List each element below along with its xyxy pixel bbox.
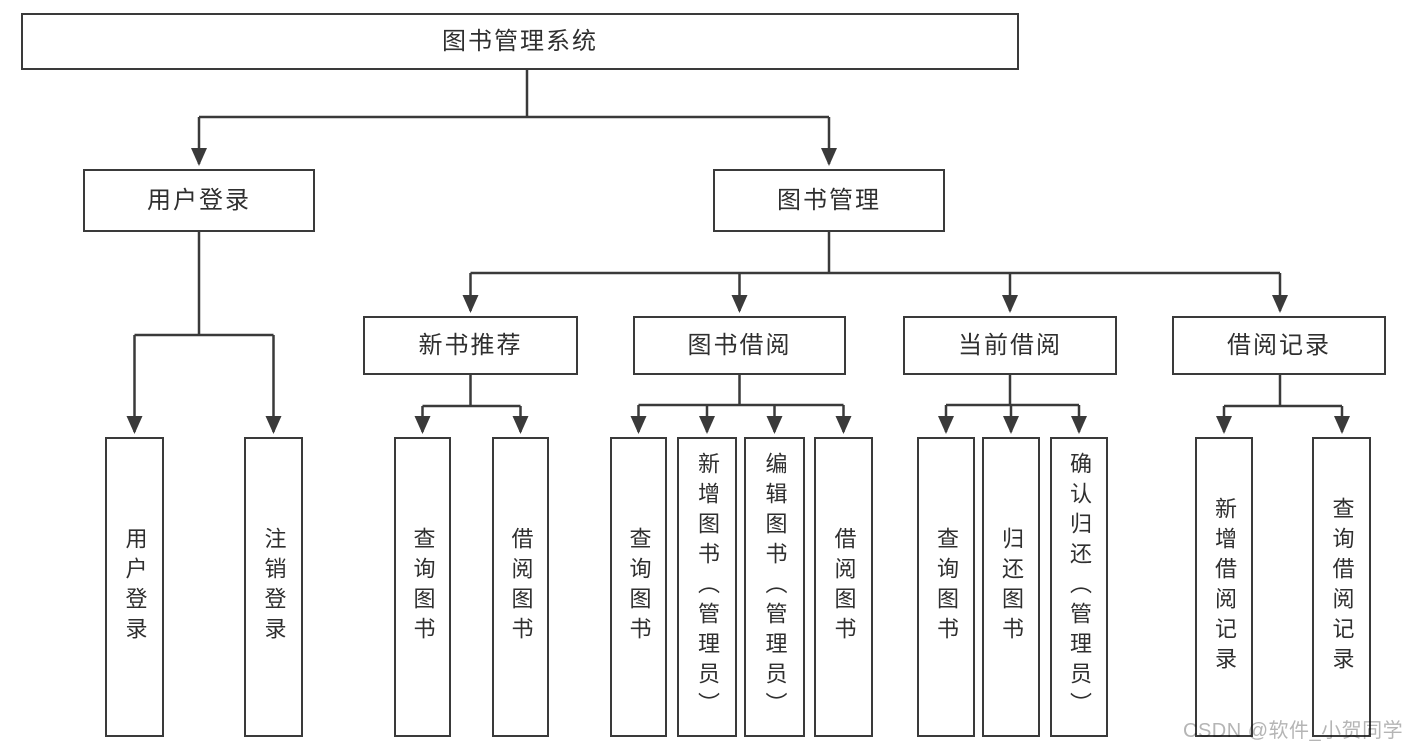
node-new-book-recommend-label: 新书推荐 bbox=[418, 331, 523, 359]
leaf-return-books: 归还图书 bbox=[982, 437, 1040, 737]
leaf-query-borrow-record: 查询借阅记录 bbox=[1312, 437, 1371, 737]
leaf-add-borrow-record: 新增借阅记录 bbox=[1195, 437, 1253, 737]
elbow-borrow-records bbox=[1224, 375, 1342, 408]
leaf-add-borrow-record-label: 新增借阅记录 bbox=[1212, 497, 1237, 677]
leaf-query-books-recommend: 查询图书 bbox=[394, 437, 451, 737]
node-borrow-records-label: 借阅记录 bbox=[1227, 331, 1331, 359]
leaf-borrow-books-borrow-label: 借阅图书 bbox=[831, 527, 857, 647]
node-library-system-label: 图书管理系统 bbox=[442, 27, 598, 55]
leaf-add-books-admin-label: 新增图书（管理员） bbox=[695, 452, 720, 722]
elbow-user-login bbox=[134, 232, 274, 337]
node-book-borrow: 图书借阅 bbox=[633, 316, 846, 375]
leaf-edit-books-admin-label: 编辑图书（管理员） bbox=[762, 452, 788, 722]
node-library-system: 图书管理系统 bbox=[21, 13, 1019, 70]
csdn-watermark: CSDN @软件_小贺同学 bbox=[1183, 720, 1404, 742]
elbow-new-books bbox=[422, 375, 521, 408]
leaf-add-books-admin: 新增图书（管理员） bbox=[677, 437, 737, 737]
leaf-logout-login-label: 注销登录 bbox=[261, 527, 287, 647]
leaf-query-books-current: 查询图书 bbox=[917, 437, 975, 737]
leaf-edit-books-admin: 编辑图书（管理员） bbox=[744, 437, 805, 737]
node-new-book-recommend: 新书推荐 bbox=[363, 316, 578, 375]
node-user-login-label: 用户登录 bbox=[147, 186, 251, 214]
node-user-login: 用户登录 bbox=[83, 169, 315, 232]
leaf-query-books-borrow: 查询图书 bbox=[610, 437, 667, 737]
elbow-book-mgmt bbox=[470, 232, 1280, 275]
node-current-borrow-label: 当前借阅 bbox=[958, 331, 1062, 359]
leaf-query-books-recommend-label: 查询图书 bbox=[410, 527, 436, 647]
elbow-book-borrow bbox=[638, 375, 844, 407]
node-borrow-records: 借阅记录 bbox=[1172, 316, 1386, 375]
leaf-confirm-return-admin: 确认归还（管理员） bbox=[1050, 437, 1108, 737]
node-book-borrow-label: 图书借阅 bbox=[687, 331, 792, 359]
node-current-borrow: 当前借阅 bbox=[903, 316, 1117, 375]
leaf-user-login: 用户登录 bbox=[105, 437, 164, 737]
node-book-management-label: 图书管理 bbox=[777, 186, 881, 214]
leaf-query-books-current-label: 查询图书 bbox=[934, 527, 959, 647]
leaf-logout-login: 注销登录 bbox=[244, 437, 303, 737]
leaf-borrow-books-recommend-label: 借阅图书 bbox=[508, 527, 534, 647]
elbow-root bbox=[199, 69, 829, 119]
leaf-return-books-label: 归还图书 bbox=[999, 527, 1024, 647]
node-book-management: 图书管理 bbox=[713, 169, 945, 232]
leaf-borrow-books-recommend: 借阅图书 bbox=[492, 437, 549, 737]
elbow-current-borrow bbox=[946, 375, 1079, 407]
leaf-user-login-label: 用户登录 bbox=[122, 527, 148, 647]
leaf-query-borrow-record-label: 查询借阅记录 bbox=[1329, 497, 1355, 677]
leaf-query-books-borrow-label: 查询图书 bbox=[626, 527, 652, 647]
leaf-borrow-books-borrow: 借阅图书 bbox=[814, 437, 873, 737]
leaf-confirm-return-admin-label: 确认归还（管理员） bbox=[1067, 452, 1092, 722]
